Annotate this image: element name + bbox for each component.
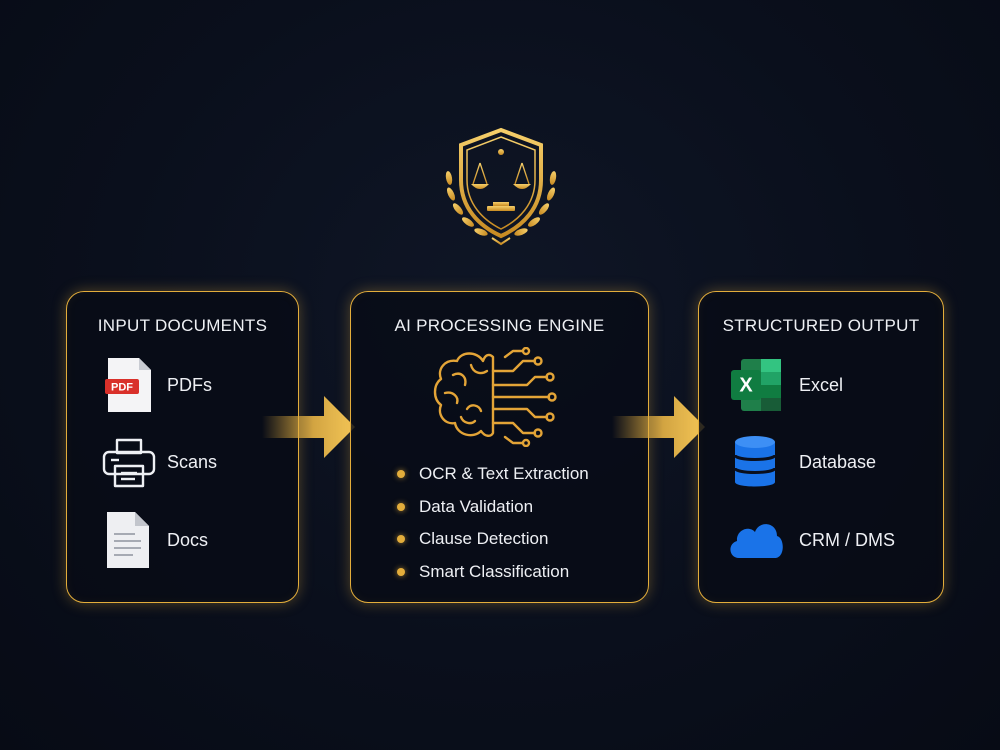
output-item-label: Excel bbox=[799, 375, 844, 395]
structured-output-panel: STRUCTURED OUTPUT X Excel Database CRM /… bbox=[698, 291, 944, 603]
excel-icon-text: X bbox=[739, 375, 753, 397]
feature-item: OCR & Text Extraction bbox=[397, 458, 589, 491]
feature-item: Data Validation bbox=[397, 491, 589, 524]
pdf-icon-text: PDF bbox=[111, 382, 133, 394]
output-item-label: Database bbox=[799, 452, 877, 472]
excel-icon: X bbox=[731, 359, 781, 411]
document-icon bbox=[107, 512, 149, 568]
printer-icon bbox=[102, 438, 156, 488]
input-item-pdfs: PDF PDFs bbox=[67, 355, 298, 415]
shield-scales-laurel-icon bbox=[445, 127, 557, 246]
output-item-crm-dms: CRM / DMS bbox=[699, 510, 943, 570]
feature-item: Clause Detection bbox=[397, 523, 589, 556]
bullet-dot-icon bbox=[397, 470, 405, 478]
feature-item: Smart Classification bbox=[397, 556, 589, 589]
input-item-label: Scans bbox=[167, 452, 218, 472]
flow-arrow-icon bbox=[612, 396, 705, 458]
output-item-database: Database bbox=[699, 432, 943, 492]
feature-list: OCR & Text Extraction Data Validation Cl… bbox=[397, 458, 589, 588]
engine-panel-title: AI PROCESSING ENGINE bbox=[394, 316, 605, 335]
feature-label: OCR & Text Extraction bbox=[419, 464, 589, 483]
ai-processing-engine-panel: AI PROCESSING ENGINE OCR & Text Extracti… bbox=[350, 291, 649, 603]
input-documents-panel: INPUT DOCUMENTS PDF PDFs Scans bbox=[66, 291, 299, 603]
feature-label: Smart Classification bbox=[419, 561, 570, 581]
flow-arrow-icon bbox=[262, 396, 355, 458]
input-item-docs: Docs bbox=[67, 510, 298, 570]
output-item-label: CRM / DMS bbox=[799, 530, 895, 550]
database-icon bbox=[733, 436, 777, 487]
ai-brain-icon bbox=[433, 347, 557, 447]
cloud-icon bbox=[730, 524, 783, 558]
output-panel-title: STRUCTURED OUTPUT bbox=[722, 316, 920, 335]
pdf-icon: PDF bbox=[105, 358, 151, 412]
input-panel-title: INPUT DOCUMENTS bbox=[97, 316, 268, 335]
bullet-dot-icon bbox=[397, 567, 405, 576]
input-item-scans: Scans bbox=[67, 432, 298, 492]
feature-label: Data Validation bbox=[419, 496, 534, 516]
bullet-dot-icon bbox=[397, 502, 405, 511]
output-item-excel: X Excel bbox=[699, 355, 943, 415]
bullet-dot-icon bbox=[397, 535, 405, 543]
input-item-label: PDFs bbox=[167, 375, 212, 395]
feature-label: Clause Detection bbox=[419, 529, 549, 548]
input-item-label: Docs bbox=[167, 530, 209, 550]
